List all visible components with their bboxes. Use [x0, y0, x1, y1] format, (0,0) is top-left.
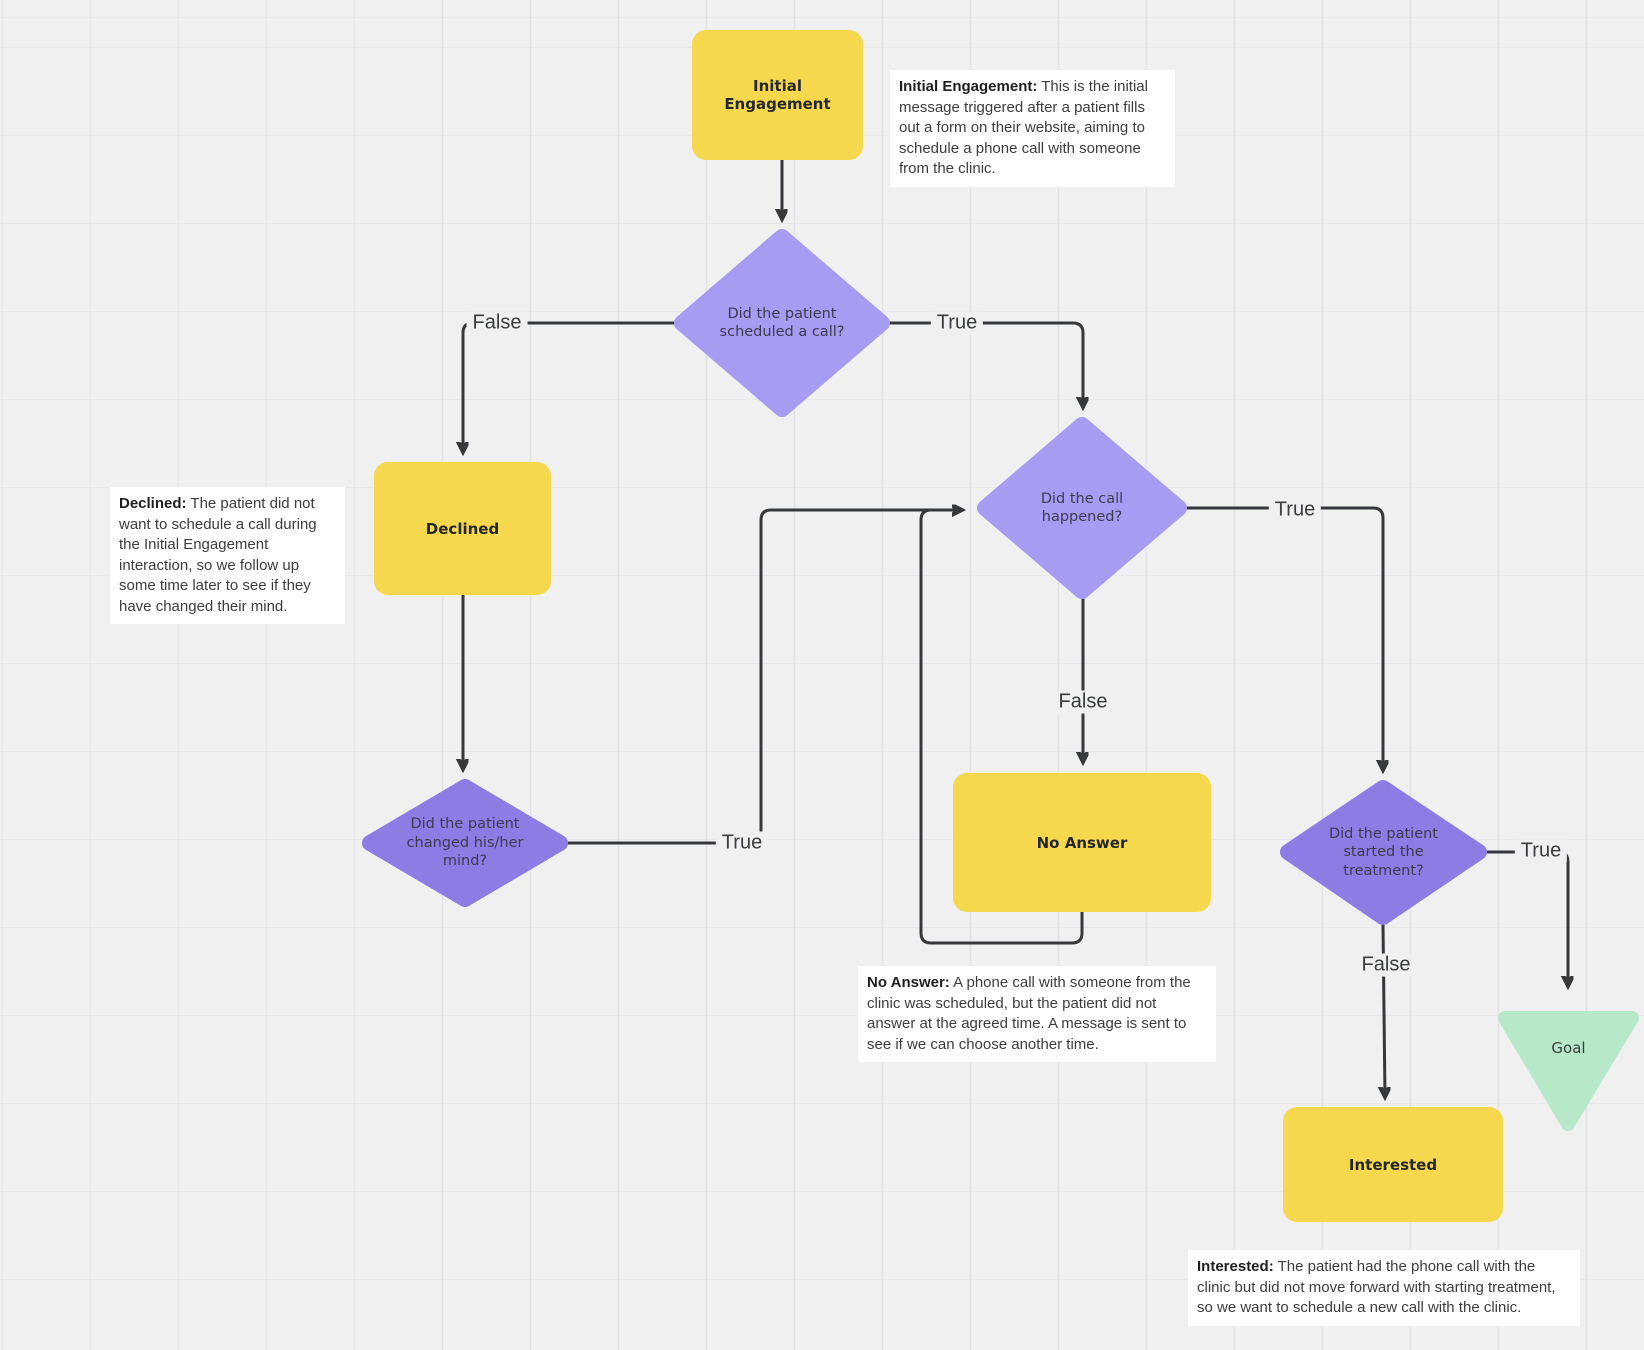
node-label: Did the call happened?: [1040, 490, 1124, 525]
edge-scheduled-false-to-declined[interactable]: [463, 321, 676, 452]
node-changed-mind-decision[interactable]: Did the patient changed his/her mind?: [362, 779, 568, 907]
edge-label-true[interactable]: True: [1514, 839, 1568, 863]
annotation-interested[interactable]: Interested: The patient had the phone ca…: [1188, 1250, 1580, 1326]
edge-scheduled-true-to-callhappened[interactable]: [888, 321, 1083, 407]
annotation-lead: Interested:: [1197, 1258, 1274, 1275]
annotation-body: A phone call with someone from the clini…: [867, 974, 1191, 1053]
annotation-lead: Initial Engagement:: [899, 78, 1038, 95]
annotation-initial-engagement[interactable]: Initial Engagement: This is the initial …: [890, 70, 1175, 187]
edge-started-true-to-goal[interactable]: [1485, 850, 1568, 986]
node-started-treatment-decision[interactable]: Did the patient started the treatment?: [1280, 780, 1487, 925]
diamond-shape: [1280, 780, 1487, 925]
edge-label-false[interactable]: False: [466, 311, 528, 335]
diamond-shape: [977, 417, 1187, 599]
edge-started-false-to-interested[interactable]: [1383, 923, 1385, 1097]
node-call-happened-decision[interactable]: Did the call happened?: [977, 417, 1187, 599]
node-label: Goal: [1551, 1039, 1586, 1057]
annotation-lead: No Answer:: [867, 974, 950, 991]
annotation-body: This is the initial message triggered af…: [899, 78, 1148, 177]
edge-label-false[interactable]: False: [1355, 953, 1417, 977]
edge-callhappened-true-to-started[interactable]: [1185, 506, 1383, 770]
node-label: Did the patient scheduled a call?: [719, 305, 845, 340]
annotation-declined[interactable]: Declined: The patient did not want to sc…: [110, 487, 345, 624]
edge-label-false[interactable]: False: [1052, 690, 1114, 714]
edge-label-true[interactable]: True: [1268, 498, 1322, 522]
annotation-no-answer[interactable]: No Answer: A phone call with someone fro…: [858, 966, 1216, 1062]
diamond-shape: [674, 229, 890, 417]
node-scheduled-call-decision[interactable]: Did the patient scheduled a call?: [674, 229, 890, 417]
node-goal[interactable]: Goal: [1497, 1010, 1640, 1132]
diamond-shape: [362, 779, 568, 907]
node-declined[interactable]: Declined: [374, 462, 551, 595]
node-label: Interested: [1348, 1155, 1438, 1174]
node-label: Did the patient changed his/her mind?: [406, 816, 524, 870]
annotation-body: The patient had the phone call with the …: [1197, 1258, 1556, 1316]
edge-label-true[interactable]: True: [715, 831, 769, 855]
annotation-body: The patient did not want to schedule a c…: [119, 495, 317, 615]
edge-label-true[interactable]: True: [930, 311, 984, 335]
node-label: Did the patient started the treatment?: [1328, 825, 1438, 879]
node-label: Initial Engagement: [724, 77, 831, 113]
node-no-answer[interactable]: No Answer: [953, 773, 1211, 912]
node-interested[interactable]: Interested: [1283, 1107, 1503, 1222]
node-label: Declined: [425, 519, 500, 538]
node-label: No Answer: [1036, 833, 1128, 852]
node-initial-engagement[interactable]: Initial Engagement: [692, 30, 863, 160]
edge-changedmind-true-to-callhappened[interactable]: [566, 510, 962, 845]
annotation-lead: Declined:: [119, 495, 187, 512]
goal-triangle-shape: [1498, 1011, 1639, 1131]
